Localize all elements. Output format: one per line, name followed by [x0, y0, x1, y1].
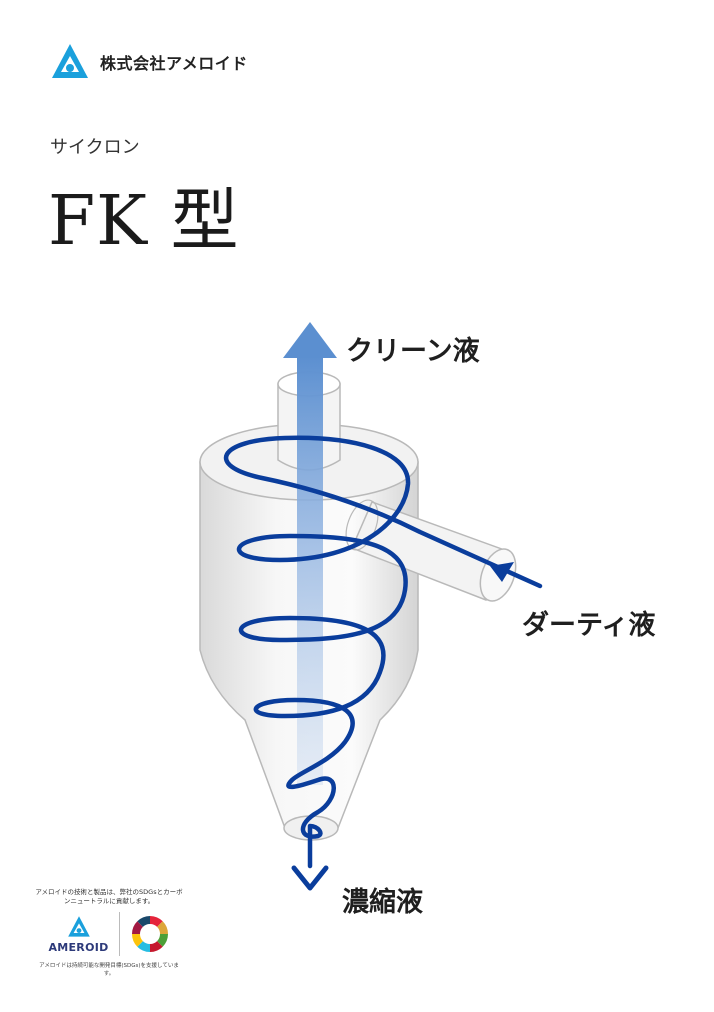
concentrate-arrow-icon: [291, 865, 329, 891]
ameroid-logo: AMEROID: [48, 915, 108, 954]
product-subtitle: サイクロン: [50, 137, 140, 158]
clean-liquid-label: クリーン液: [346, 336, 480, 367]
company-name: 株式会社アメロイド: [100, 54, 248, 73]
dirty-liquid-label: ダーティ液: [522, 609, 655, 641]
sdgs-footer: アメロイドの技術と製品は、弊社のSDGsとカーボンニュートラルに貢献します。 A…: [34, 888, 184, 978]
ameroid-logo-icon: [67, 915, 90, 937]
sdgs-statement: アメロイドの技術と製品は、弊社のSDGsとカーボンニュートラルに貢献します。: [35, 888, 183, 905]
sdgs-wheel-icon: [131, 916, 168, 952]
product-title: FK 型: [48, 182, 240, 261]
ameroid-wordmark: AMEROID: [48, 940, 109, 954]
sdgs-support-note: アメロイドは持続可能な開発目標(SDGs)を支援しています。: [39, 963, 179, 977]
ameroid-logo-icon: [52, 44, 88, 78]
concentrate-label: 濃縮液: [342, 886, 423, 918]
inlet-arrow-head: [490, 562, 514, 582]
company-brand: 株式会社アメロイド: [50, 42, 248, 82]
footer-logos: AMEROID: [34, 912, 184, 956]
footer-divider: [118, 912, 120, 956]
spiral-flow: [223, 435, 543, 869]
